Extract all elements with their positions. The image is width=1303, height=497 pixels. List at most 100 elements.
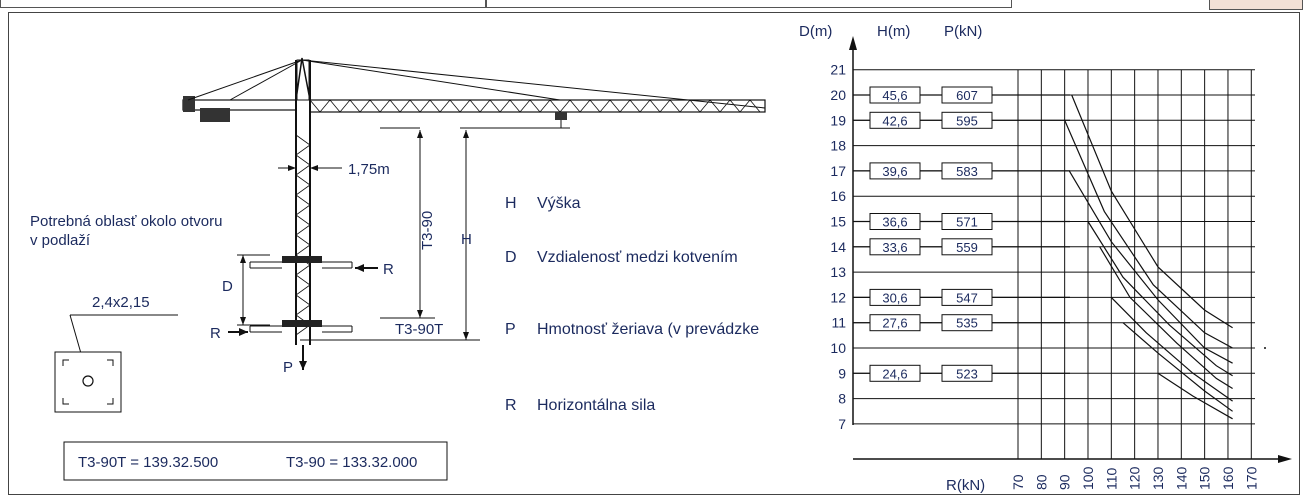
force-curve [1122,322,1233,412]
force-curve [1099,246,1233,390]
x-tick-label: 100 [1080,466,1096,490]
code-t3-90t: T3-90T = 139.32.500 [78,454,218,471]
y-tick-label: 21 [830,62,846,78]
weight-cell [941,162,993,180]
height-value: 45,6 [882,88,907,103]
force-curve [1087,221,1233,377]
y-tick-label: 11 [831,315,846,331]
height-value: 36,6 [882,215,907,230]
y-tick-label: 12 [830,289,846,305]
force-curve [1068,170,1233,364]
weight-value: 535 [956,316,978,331]
weight-cell [941,288,993,306]
weight-cell [941,213,993,230]
force-curve [1064,120,1233,349]
y-tick-label: 20 [830,87,846,103]
x-tick-label: 90 [1057,474,1073,490]
height-cell [869,314,921,332]
header-d: D(m) [799,23,832,40]
x-tick-label: 120 [1127,466,1143,490]
legend-text-r: Horizontálna sila [537,397,655,414]
y-tick-label: 18 [830,138,846,154]
load-chart: D(m) H(m) P(kN) R(kN) 21 20 19 18 17 16 15 14 13… [799,23,1292,494]
y-tick-label: 8 [838,391,846,407]
dimension-1-75: 1,75m [348,161,390,178]
weight-cell [941,238,993,256]
x-tick-label: 130 [1150,466,1166,490]
header-p: P(kN) [944,23,982,40]
weight-cell [941,314,993,332]
codes-box [63,441,448,481]
legend-text-p: Hmotnosť žeriava (v prevádzke [537,321,759,338]
height-cell [869,238,921,256]
legend-text-d: Vzdialenosť medzi kotvením [537,249,738,266]
y-tick-label: 10 [830,340,846,356]
force-curve [1110,296,1233,402]
height-value: 30,6 [882,290,907,305]
height-value: 24,6 [882,366,907,381]
top-strip-cell [0,0,486,8]
weight-value: 547 [956,290,978,305]
height-value: 42,6 [882,113,907,128]
y-tick-label: 9 [838,365,846,381]
label-d: D [222,278,233,295]
height-value: 39,6 [882,164,907,179]
height-value: 27,6 [882,316,907,331]
opening-note-line2: v podlaží [30,232,91,249]
label-r-bottom: R [210,325,221,342]
y-tick-label: 13 [830,264,846,280]
weight-value: 571 [956,215,978,230]
weight-cell [941,86,993,104]
y-tick-label: 14 [830,239,846,255]
label-p: P [283,359,293,376]
header-r: R(kN) [946,477,985,494]
height-value: 33,6 [882,240,907,255]
y-tick-label: 15 [830,214,846,230]
height-cell [869,364,921,382]
opening-note-line1: Potrebná oblasť okolo otvoru [30,213,222,230]
y-tick-label: 16 [830,188,846,204]
force-curve [1071,94,1233,329]
opening-size: 2,4x2,15 [92,294,150,311]
legend-sym-p: P [505,321,516,338]
legend-sym-d: D [505,249,517,266]
code-t3-90: T3-90 = 133.32.000 [286,454,417,471]
y-tick-label: 19 [830,112,846,128]
height-cell [869,162,921,180]
weight-value: 607 [956,88,978,103]
x-tick-label: 80 [1033,474,1049,490]
weight-value: 559 [956,240,978,255]
x-tick-label: 150 [1197,466,1213,490]
crane-illustration [182,57,766,370]
y-tick-label: 17 [830,163,846,179]
height-cell [869,111,921,129]
label-r-top: R [383,261,394,278]
weight-value: 523 [956,366,978,381]
x-tick-label: 140 [1173,466,1189,490]
opening-symbol [54,351,122,413]
x-tick-label: 110 [1103,467,1119,490]
force-curve [1157,372,1233,420]
legend-sym-r: R [505,397,517,414]
weight-cell [941,364,993,382]
x-tick-label: 160 [1220,466,1236,490]
legend-sym-h: H [505,195,517,212]
height-cell [869,86,921,104]
top-strip-cell [486,0,1012,8]
x-tick-label: 170 [1243,466,1259,490]
header-h: H(m) [877,23,910,40]
weight-value: 583 [956,164,978,179]
legend: H Výška D Vzdialenosť medzi kotvením P H… [505,195,759,414]
label-t3-90t: T3-90T [395,321,443,338]
height-cell [869,288,921,306]
drawing-frame [8,12,1300,495]
x-tick-label: 70 [1010,474,1026,490]
label-h: H [461,231,472,248]
height-cell [869,213,921,230]
weight-value: 595 [956,113,978,128]
legend-text-h: Výška [537,195,581,212]
y-tick-label: 7 [838,416,846,432]
label-t3-90: T3-90 [419,211,436,250]
weight-cell [941,111,993,129]
